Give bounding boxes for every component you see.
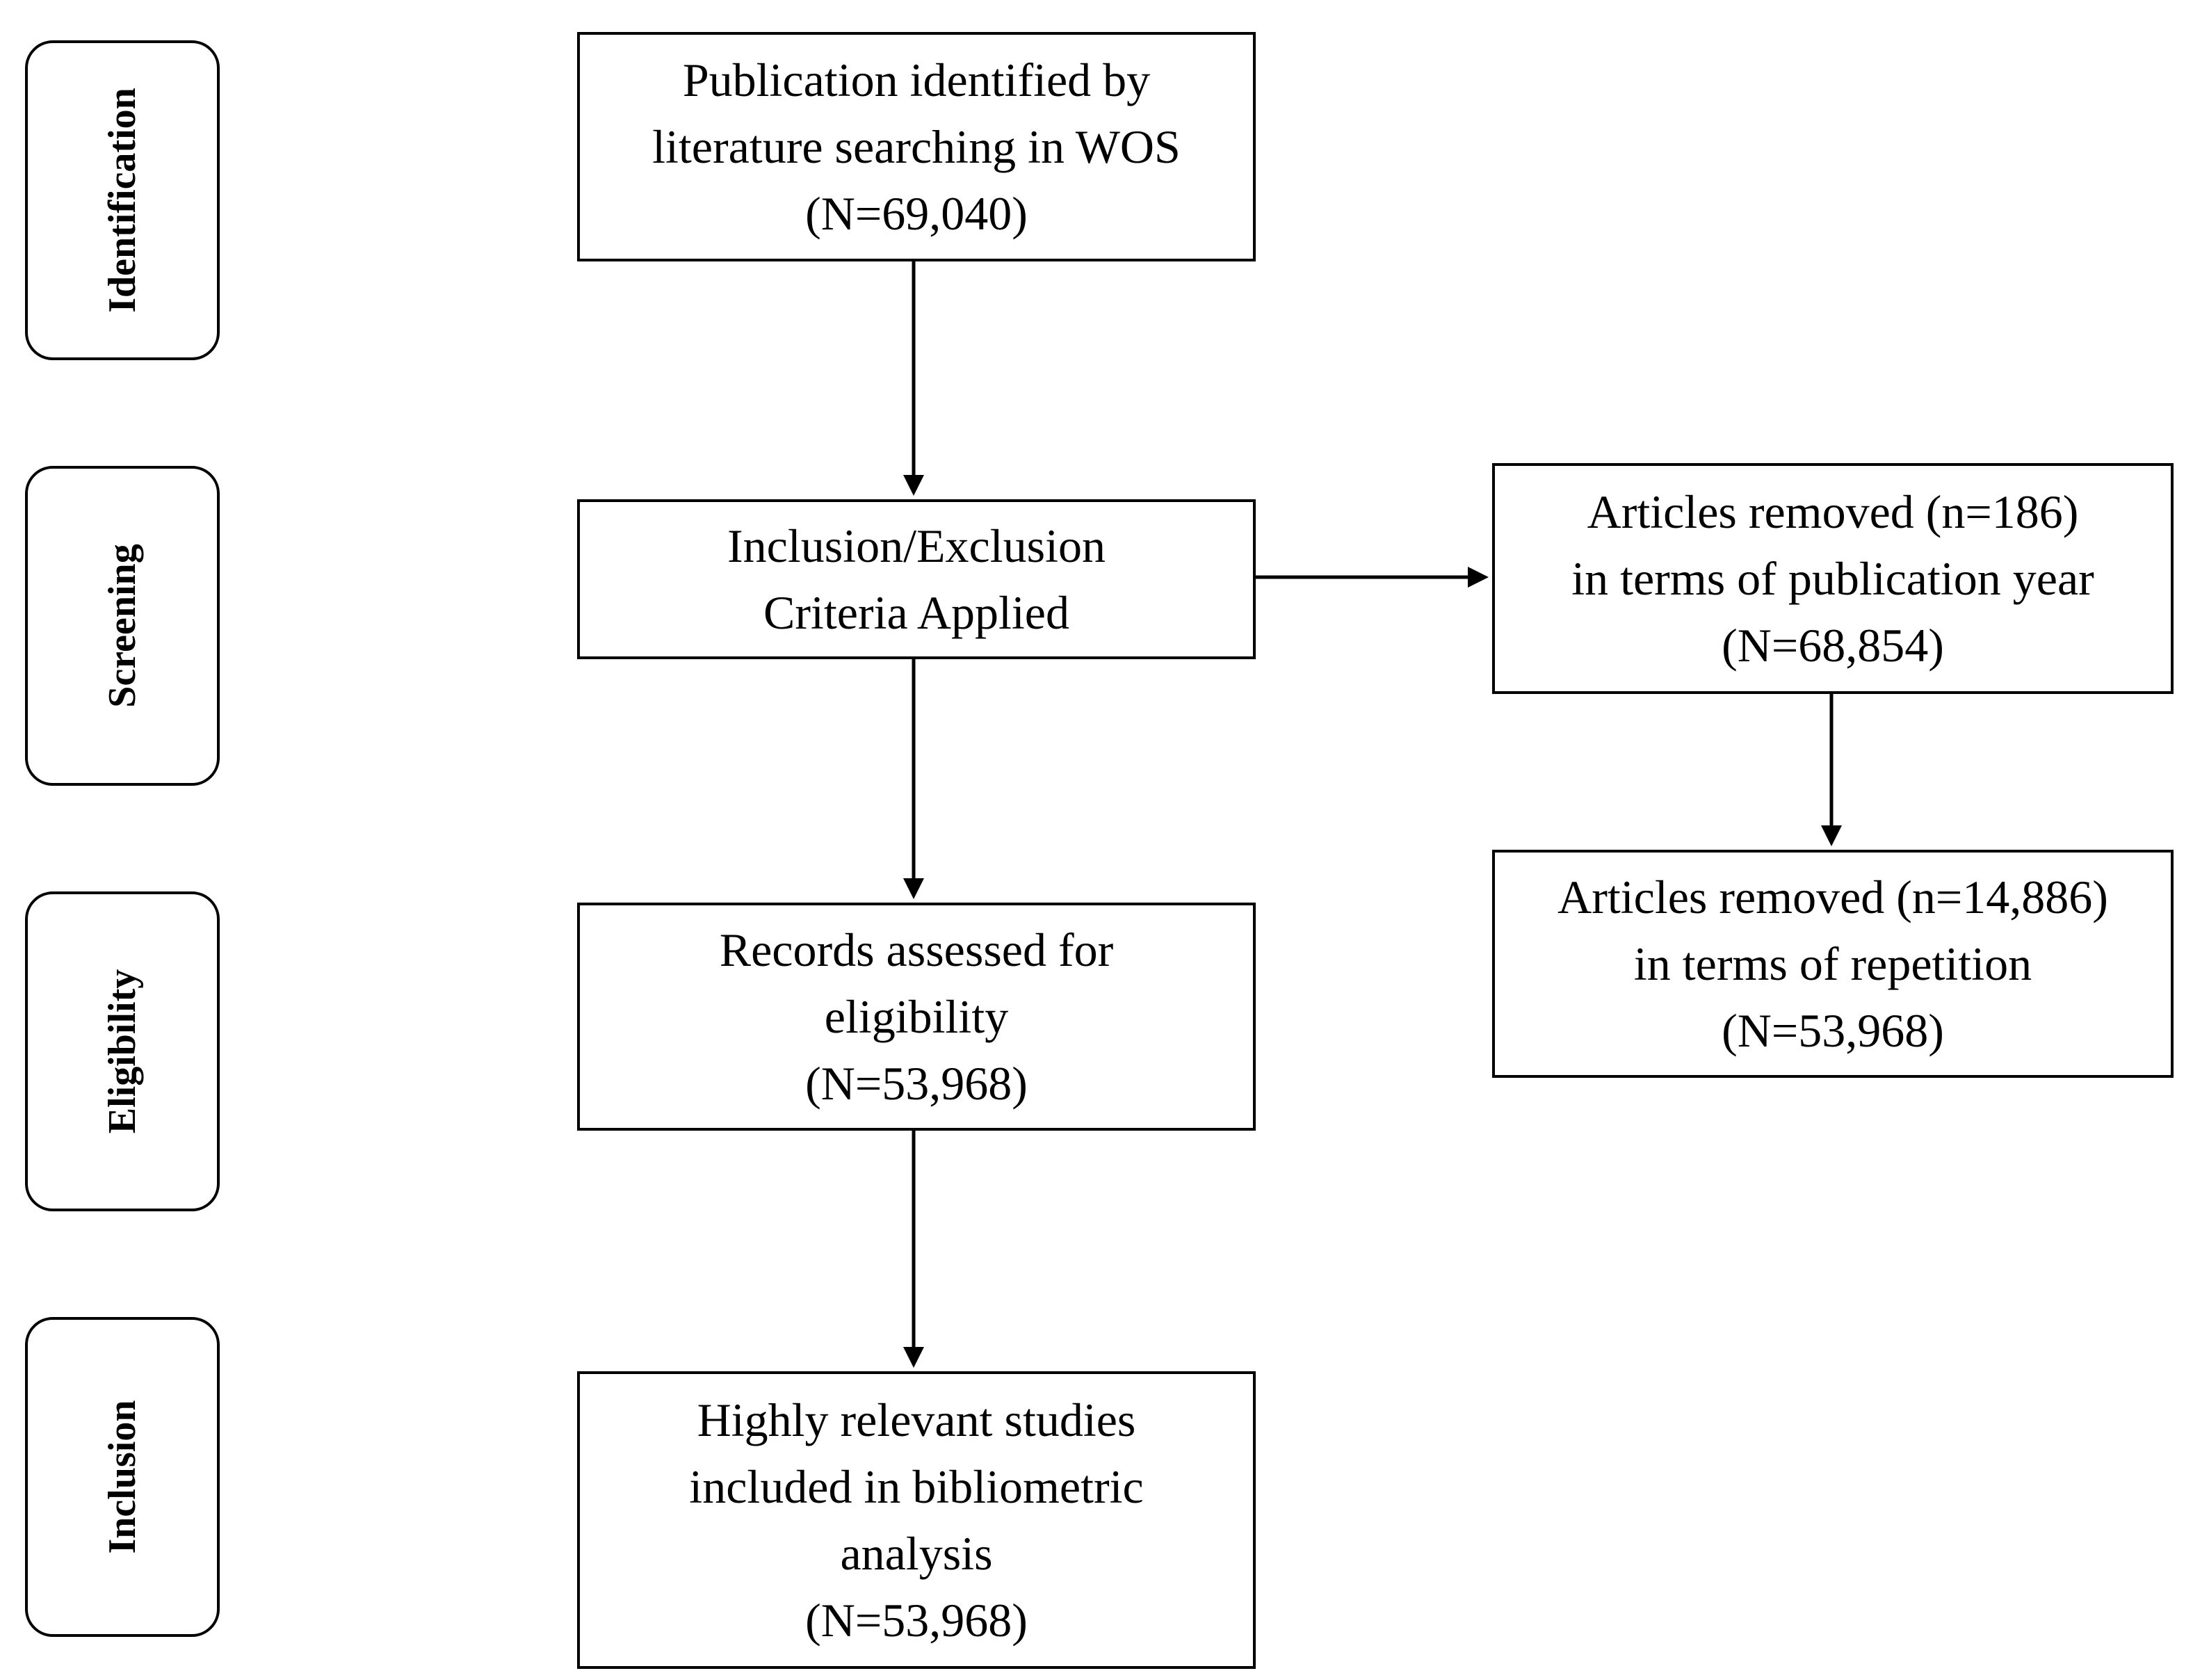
box-included-line4: (N=53,968) xyxy=(805,1594,1028,1647)
box-removed-repetition-line3: (N=53,968) xyxy=(1722,1004,1944,1057)
box-removed-repetition-line2: in terms of repetition xyxy=(1633,937,2032,990)
box-criteria-line2: Criteria Applied xyxy=(763,586,1069,639)
box-removed-year-line3: (N=68,854) xyxy=(1722,619,1944,672)
box-eligibility-line1: Records assessed for xyxy=(719,923,1114,976)
box-included-line3: analysis xyxy=(840,1527,993,1580)
box-identified-line1: Publication identified by xyxy=(682,54,1151,106)
box-identified: Publication identified by literature sea… xyxy=(577,32,1256,261)
box-identified-line3: (N=69,040) xyxy=(805,187,1028,240)
box-criteria-line1: Inclusion/Exclusion xyxy=(727,519,1106,572)
box-removed-year: Articles removed (n=186) in terms of pub… xyxy=(1492,463,2174,694)
box-eligibility-line3: (N=53,968) xyxy=(805,1057,1028,1110)
box-removed-year-line1: Articles removed (n=186) xyxy=(1587,485,2079,538)
box-removed-repetition-line1: Articles removed (n=14,886) xyxy=(1557,871,2108,923)
stage-eligibility: Eligibility xyxy=(25,891,220,1211)
stage-identification-label: Identification xyxy=(101,88,144,313)
box-criteria: Inclusion/Exclusion Criteria Applied xyxy=(577,499,1256,659)
box-removed-year-line2: in terms of publication year xyxy=(1571,552,2094,605)
box-included-line1: Highly relevant studies xyxy=(697,1394,1136,1446)
box-removed-repetition: Articles removed (n=14,886) in terms of … xyxy=(1492,850,2174,1078)
box-eligibility: Records assessed for eligibility (N=53,9… xyxy=(577,903,1256,1131)
stage-screening: Screening xyxy=(25,466,220,786)
box-eligibility-line2: eligibility xyxy=(824,990,1009,1043)
box-included-line2: included in bibliometric xyxy=(689,1460,1144,1513)
stage-inclusion-label: Inclusion xyxy=(101,1400,144,1554)
stage-screening-label: Screening xyxy=(101,544,144,708)
box-identified-line2: literature searching in WOS xyxy=(652,120,1181,173)
stage-inclusion: Inclusion xyxy=(25,1317,220,1637)
box-included: Highly relevant studies included in bibl… xyxy=(577,1371,1256,1669)
stage-identification: Identification xyxy=(25,40,220,360)
stage-eligibility-label: Eligibility xyxy=(101,969,144,1134)
